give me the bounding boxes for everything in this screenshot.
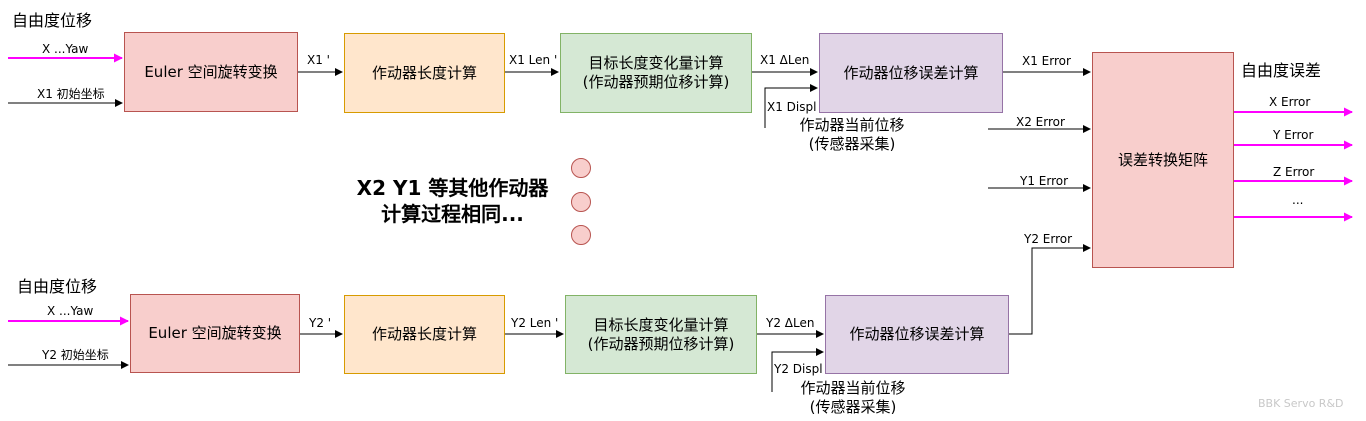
middle-note-line2: 计算过程相同...: [381, 202, 524, 226]
top-input-init-label: X1 初始坐标: [37, 87, 105, 101]
top-current-disp-line2: (传感器采集): [808, 135, 896, 153]
arrow-top-displ-feedback: [764, 84, 818, 128]
ellipsis-dot-3: [571, 225, 591, 245]
top-error-box: 作动器位移误差计算: [819, 33, 1003, 113]
bottom-displ-label: Y2 Displ: [774, 362, 823, 376]
middle-note: X2 Y1 等其他作动器 计算过程相同...: [340, 175, 565, 227]
top-delta-line1: 目标长度变化量计算: [588, 54, 724, 72]
bottom-delta-line2: (作动器预期位移计算): [587, 334, 735, 353]
bottom-euler-box: Euler 空间旋转变换: [130, 294, 300, 373]
bottom-error-box: 作动器位移误差计算: [825, 295, 1009, 374]
bottom-current-disp-note: 作动器当前位移 (传感器采集): [783, 379, 923, 417]
ellipsis-dot-2: [571, 192, 591, 212]
bottom-current-disp-line2: (传感器采集): [809, 398, 897, 416]
out-x-error-label: X Error: [1269, 95, 1311, 109]
top-conn-1-label: X1 ': [307, 53, 330, 67]
middle-note-line1: X2 Y1 等其他作动器: [356, 176, 549, 200]
bottom-delta-box: 目标长度变化量计算 (作动器预期位移计算): [565, 295, 757, 374]
top-conn-2-label: X1 Len ': [509, 53, 558, 67]
top-euler-box: Euler 空间旋转变换: [124, 32, 298, 112]
bottom-input-xyaw-label: X ...Yaw: [47, 304, 94, 318]
top-current-disp-note: 作动器当前位移 (传感器采集): [778, 116, 926, 154]
top-conn-3-label: X1 ΔLen: [760, 53, 810, 67]
x2-error-label: X2 Error: [1016, 115, 1065, 129]
bottom-delta-line1: 目标长度变化量计算: [593, 315, 729, 334]
top-input-xyaw-label: X ...Yaw: [42, 42, 89, 56]
y2-error-label: Y2 Error: [1024, 232, 1073, 246]
top-displ-label: X1 Displ: [767, 100, 817, 114]
arrow-y2-error: [1009, 244, 1091, 335]
bottom-dof-title: 自由度位移: [17, 277, 98, 296]
x1-error-label: X1 Error: [1022, 54, 1071, 68]
y1-error-label: Y1 Error: [1020, 174, 1069, 188]
bottom-input-init-label: Y2 初始坐标: [42, 348, 109, 362]
out-z-error-label: Z Error: [1273, 165, 1315, 179]
bottom-length-box: 作动器长度计算: [344, 295, 505, 374]
top-length-box: 作动器长度计算: [344, 33, 505, 113]
bottom-conn-1-label: Y2 ': [309, 316, 332, 330]
top-current-disp-line1: 作动器当前位移: [799, 116, 905, 134]
bottom-current-disp-line1: 作动器当前位移: [800, 379, 906, 397]
dof-error-title: 自由度误差: [1241, 61, 1322, 80]
ellipsis-dot-1: [571, 158, 591, 178]
bottom-conn-2-label: Y2 Len ': [511, 316, 559, 330]
out-more-label: ...: [1292, 193, 1304, 207]
watermark: BBK Servo R&D: [1258, 397, 1344, 410]
top-delta-line2: (作动器预期位移计算): [582, 73, 730, 91]
bottom-conn-3-label: Y2 ΔLen: [766, 316, 815, 330]
top-delta-box: 目标长度变化量计算 (作动器预期位移计算): [560, 33, 752, 113]
arrow-bottom-displ-feedback: [771, 348, 824, 392]
error-matrix-box: 误差转换矩阵: [1092, 52, 1234, 268]
out-y-error-label: Y Error: [1273, 128, 1314, 142]
top-dof-title: 自由度位移: [12, 11, 93, 30]
